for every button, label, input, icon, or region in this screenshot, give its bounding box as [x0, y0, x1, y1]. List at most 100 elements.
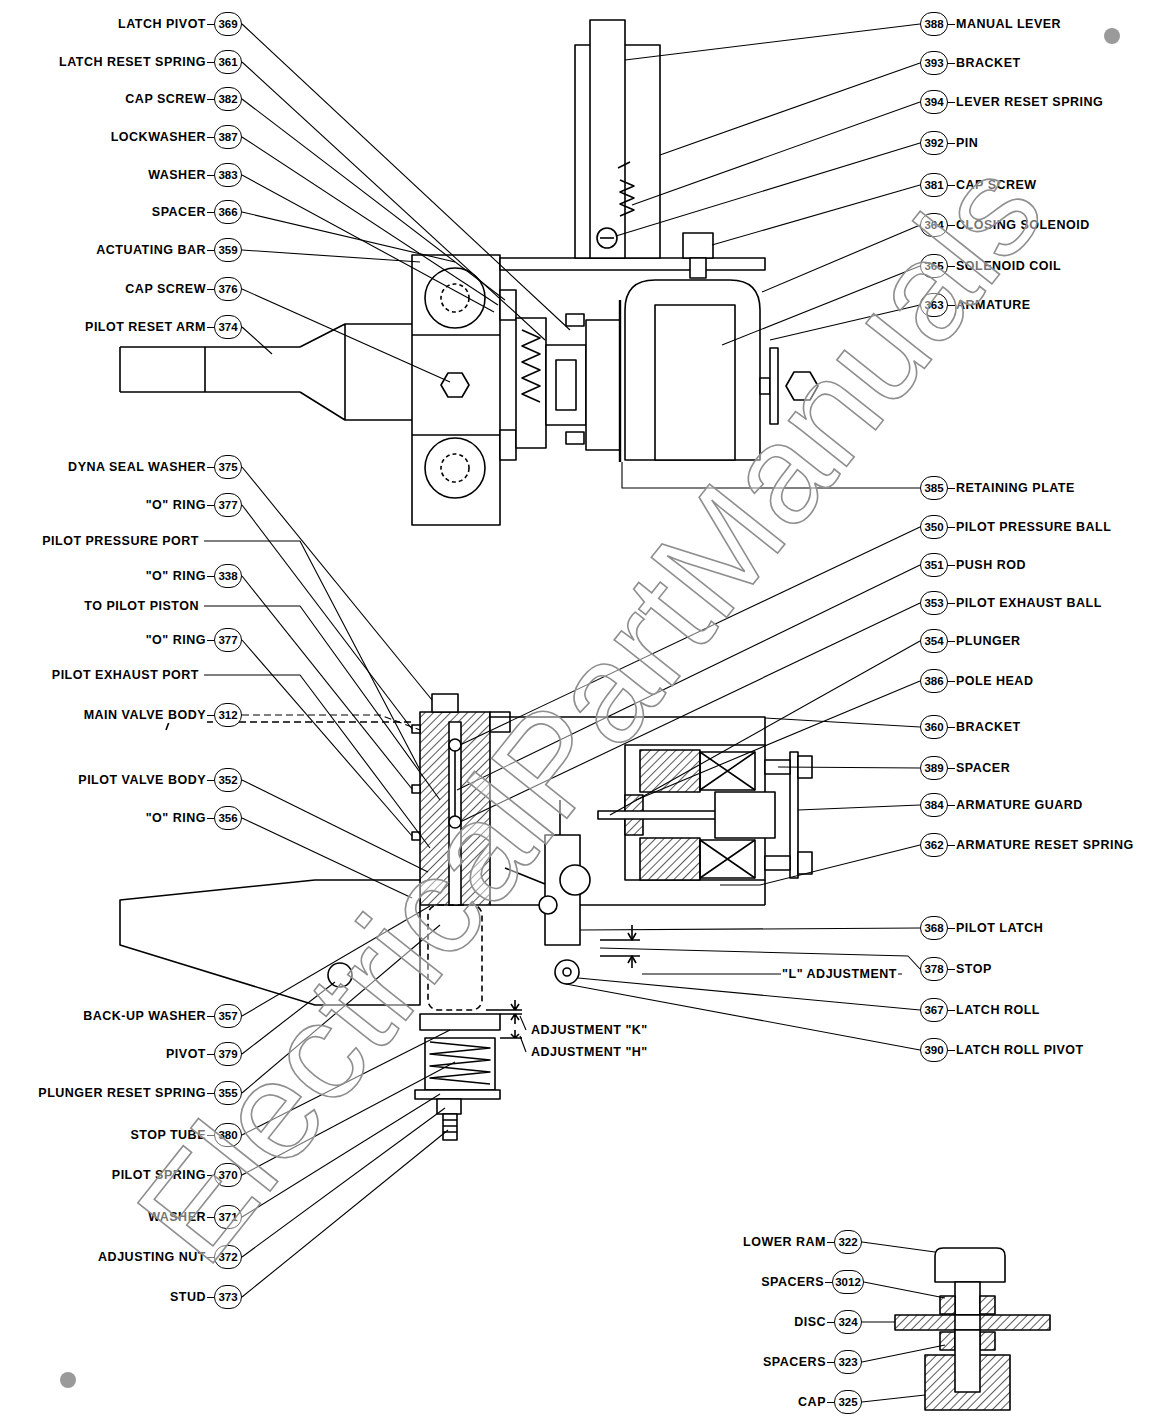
- leader-line: [242, 250, 420, 262]
- callout-circle: 3012: [832, 1270, 864, 1294]
- part-name: PILOT VALVE BODY: [77, 773, 207, 788]
- leader-line: [798, 805, 920, 810]
- part-name: LOCKWASHER: [110, 130, 207, 145]
- leader-line: [616, 143, 920, 236]
- callout-circle: 376: [214, 277, 242, 301]
- callout-circle: 369: [214, 12, 242, 36]
- dash: [207, 250, 214, 251]
- dash: [207, 1016, 214, 1017]
- callout-number: 354: [924, 635, 943, 648]
- leader-line: [864, 1282, 945, 1298]
- leader-line: [720, 845, 920, 885]
- callout: SPACER366: [151, 200, 242, 224]
- callout: 393BRACKET: [920, 51, 1022, 75]
- annotation-label: PILOT PRESSURE PORT: [41, 534, 200, 549]
- dash: [207, 780, 214, 781]
- part-name: CAP SCREW: [124, 92, 207, 107]
- callout-circle: 393: [920, 51, 948, 75]
- callout-number: 368: [924, 922, 943, 935]
- dash: [827, 1322, 834, 1323]
- callout-circle: 366: [214, 200, 242, 224]
- callout: 389SPACER: [920, 756, 1011, 780]
- dash: [948, 727, 955, 728]
- callout-circle: 377: [214, 628, 242, 652]
- callout: 390 LATCH ROLL PIVOT: [920, 1038, 1085, 1062]
- dash: [948, 969, 955, 970]
- callout-circle: 351: [920, 553, 948, 577]
- callout-number: 392: [924, 137, 943, 150]
- callout-number: 360: [924, 721, 943, 734]
- part-name: PLUNGER: [955, 634, 1022, 649]
- callout-number: 366: [218, 206, 237, 219]
- callout-circle: 359: [214, 238, 242, 262]
- callout-number: 350: [924, 521, 943, 534]
- part-name: PLUNGER RESET SPRING: [37, 1086, 207, 1101]
- dash: [948, 768, 955, 769]
- callout-number: 3012: [835, 1276, 861, 1289]
- dash: [207, 640, 214, 641]
- part-name: BACK-UP WASHER: [82, 1009, 207, 1024]
- part-name: SPACERS: [762, 1355, 827, 1370]
- part-name: LOWER RAM: [742, 1235, 827, 1250]
- annotation-label: ADJUSTMENT "K": [530, 1023, 649, 1038]
- leader-line: [242, 640, 412, 836]
- leader-line: [242, 24, 570, 330]
- part-name: "O" RING: [145, 811, 207, 826]
- dash: [207, 289, 214, 290]
- callout-circle: 394: [920, 90, 948, 114]
- dash: [948, 1050, 955, 1051]
- dash: [207, 212, 214, 213]
- callout-number: 376: [218, 283, 237, 296]
- leader-line: [242, 175, 494, 312]
- dash: [948, 641, 955, 642]
- dash: [207, 175, 214, 176]
- callout-number: 383: [218, 169, 237, 182]
- callout: DYNA SEAL WASHER375: [67, 455, 242, 479]
- callout-number: 356: [218, 812, 237, 825]
- callout-circle: 361: [214, 50, 242, 74]
- callout-number: 390: [924, 1044, 943, 1057]
- callout-circle: 357: [214, 1004, 242, 1028]
- annotation-label: ADJUSTMENT "H": [530, 1045, 649, 1060]
- part-name: STOP: [955, 962, 993, 977]
- part-name: PILOT EXHAUST BALL: [955, 596, 1103, 611]
- dash: [948, 527, 955, 528]
- pilot-spring: [430, 1042, 490, 1084]
- dash: [207, 62, 214, 63]
- callout: 360BRACKET: [920, 715, 1022, 739]
- part-name: PUSH ROD: [955, 558, 1027, 573]
- leader-line: [578, 978, 920, 1010]
- callout: LATCH PIVOT 369: [117, 12, 242, 36]
- callout: "O" RING 356: [145, 806, 242, 830]
- part-name: RETAINING PLATE: [955, 481, 1076, 496]
- callout-number: 374: [218, 321, 237, 334]
- part-name: MAIN VALVE BODY: [83, 708, 207, 723]
- callout-number: 322: [838, 1236, 857, 1249]
- callout: 378 STOP: [920, 957, 993, 981]
- callout-circle: 362: [920, 833, 948, 857]
- dash: [948, 102, 955, 103]
- latch-roll: [555, 960, 579, 984]
- dash: [948, 681, 955, 682]
- dash: [948, 488, 955, 489]
- dash: [948, 928, 955, 929]
- part-name: LATCH ROLL PIVOT: [955, 1043, 1085, 1058]
- leader-line: [242, 99, 505, 300]
- dash: [825, 1282, 832, 1283]
- manual-lever: [590, 20, 625, 258]
- callout: SPACERS3012: [760, 1270, 864, 1294]
- part-name: LATCH PIVOT: [117, 17, 207, 32]
- callout-number: 351: [924, 559, 943, 572]
- part-name: "O" RING: [145, 569, 207, 584]
- part-name: LATCH RESET SPRING: [58, 55, 207, 70]
- callout: BACK-UP WASHER 357: [82, 1004, 242, 1028]
- callout-number: 378: [924, 963, 943, 976]
- leader-line: [242, 505, 412, 729]
- callout: ACTUATING BAR359: [95, 238, 242, 262]
- part-name: ARMATURE RESET SPRING: [955, 838, 1135, 853]
- leader-line: [862, 1345, 945, 1362]
- callout-circle: 356: [214, 806, 242, 830]
- callout: 350PILOT PRESSURE BALL: [920, 515, 1112, 539]
- part-name: CAP: [797, 1395, 827, 1410]
